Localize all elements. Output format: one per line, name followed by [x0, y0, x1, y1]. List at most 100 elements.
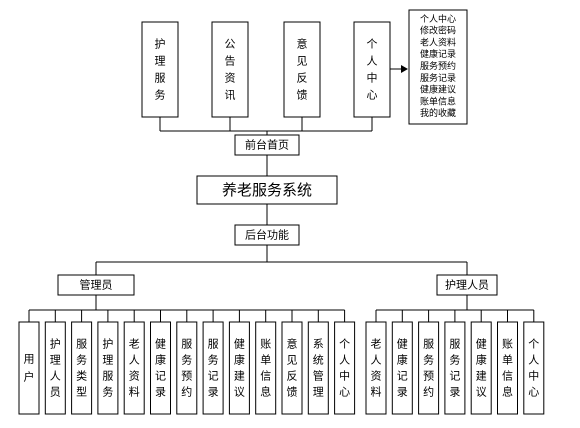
vertical-char: 人: [528, 354, 539, 367]
system-name-label: 养老服务系统: [222, 181, 312, 199]
backend-label: 后台功能: [245, 228, 289, 242]
personal-center-list-item: 账单信息: [420, 95, 456, 107]
vertical-char: 馈: [297, 89, 308, 102]
personal-center-list-item: 修改密码: [420, 25, 456, 37]
top-module-box: [141, 21, 179, 118]
vertical-char: 预: [181, 370, 192, 383]
top-module-box: [283, 21, 321, 118]
nurse-label: 护理人员: [445, 278, 489, 292]
admin-function-box: [176, 321, 198, 415]
vertical-char: 员: [50, 386, 61, 399]
personal-center-list-item: 服务预约: [420, 60, 456, 72]
nurse-function-box: [365, 321, 387, 415]
vertical-char: 信: [502, 370, 513, 383]
vertical-char: 老: [129, 338, 140, 351]
vertical-char: 服: [155, 72, 166, 85]
top-module-box: [211, 21, 249, 118]
vertical-char: 护: [155, 37, 166, 51]
vertical-char: 型: [76, 385, 87, 399]
vertical-char: 务: [102, 386, 113, 399]
vertical-char: 管: [313, 369, 324, 383]
nurse-function-label: 老人资料: [371, 338, 382, 399]
vertical-char: 统: [313, 354, 324, 367]
admin-function-box: [307, 321, 329, 415]
vertical-char: 录: [155, 386, 166, 399]
top-module-label: 个人中心: [367, 38, 378, 102]
vertical-char: 护: [102, 337, 113, 351]
vertical-char: 服: [181, 338, 192, 351]
admin-function-box: [150, 321, 171, 415]
personal-center-list-item: 个人中心: [420, 13, 456, 25]
nurse-function-label: 健康建议: [476, 338, 487, 399]
admin-function-box: [97, 321, 119, 415]
nurse-function-box: [523, 321, 545, 415]
vertical-char: 讯: [225, 89, 236, 102]
nurse-function-box: [444, 321, 466, 415]
vertical-char: 资: [225, 72, 236, 85]
nurse-function-box: [418, 321, 440, 415]
vertical-char: 康: [155, 353, 166, 367]
vertical-char: 息: [502, 385, 513, 399]
vertical-char: 记: [208, 370, 219, 383]
vertical-char: 心: [528, 386, 539, 399]
vertical-char: 服: [423, 338, 434, 351]
vertical-char: 告: [225, 55, 236, 68]
vertical-char: 中: [339, 370, 350, 383]
vertical-char: 康: [234, 353, 245, 367]
vertical-char: 健: [155, 338, 166, 351]
admin-function-label: 账单信息: [260, 338, 271, 399]
vertical-char: 资: [129, 370, 140, 383]
vertical-char: 记: [155, 370, 166, 383]
vertical-char: 议: [234, 386, 245, 399]
vertical-char: 个: [528, 338, 539, 351]
personal-center-list-item: 我的收藏: [420, 107, 456, 119]
vertical-char: 料: [129, 385, 140, 399]
vertical-char: 账: [502, 338, 513, 351]
admin-function-label: 服务记录: [208, 338, 219, 399]
vertical-char: 公: [225, 38, 236, 51]
vertical-char: 人: [367, 55, 378, 68]
vertical-char: 护: [50, 337, 61, 351]
nurse-function-label: 健康记录: [397, 338, 408, 399]
vertical-char: 录: [208, 386, 219, 399]
vertical-char: 理: [102, 354, 113, 367]
admin-function-box: [123, 321, 145, 415]
vertical-char: 账: [260, 338, 271, 351]
vertical-char: 议: [476, 386, 487, 399]
admin-function-label: 个人中心: [339, 338, 350, 399]
vertical-char: 见: [297, 55, 308, 68]
top-module-box: [353, 21, 391, 118]
vertical-char: 人: [50, 370, 61, 383]
admin-function-box: [255, 321, 277, 415]
admin-function-box: [18, 321, 40, 415]
admin-function-label: 健康记录: [155, 338, 166, 399]
vertical-char: 类: [76, 369, 87, 383]
admin-function-label: 护理人员: [50, 337, 61, 399]
admin-label: 管理员: [80, 278, 113, 292]
vertical-char: 约: [423, 386, 434, 399]
admin-function-label: 老人资料: [129, 338, 140, 399]
personal-center-list-box: [408, 9, 468, 125]
vertical-char: 中: [528, 370, 539, 383]
admin-function-box: [44, 321, 66, 415]
vertical-char: 服: [449, 338, 460, 351]
vertical-char: 心: [339, 386, 350, 399]
vertical-char: 康: [476, 353, 487, 367]
personal-center-list-item: 健康记录: [420, 48, 456, 60]
vertical-char: 预: [423, 370, 434, 383]
vertical-char: 信: [260, 370, 271, 383]
vertical-char: 个: [367, 38, 378, 51]
vertical-char: 户: [24, 370, 35, 384]
vertical-char: 健: [476, 338, 487, 351]
nurse-function-label: 服务记录: [449, 338, 460, 399]
vertical-char: 馈: [287, 386, 298, 399]
vertical-char: 中: [367, 72, 378, 85]
admin-function-box: [281, 321, 303, 415]
